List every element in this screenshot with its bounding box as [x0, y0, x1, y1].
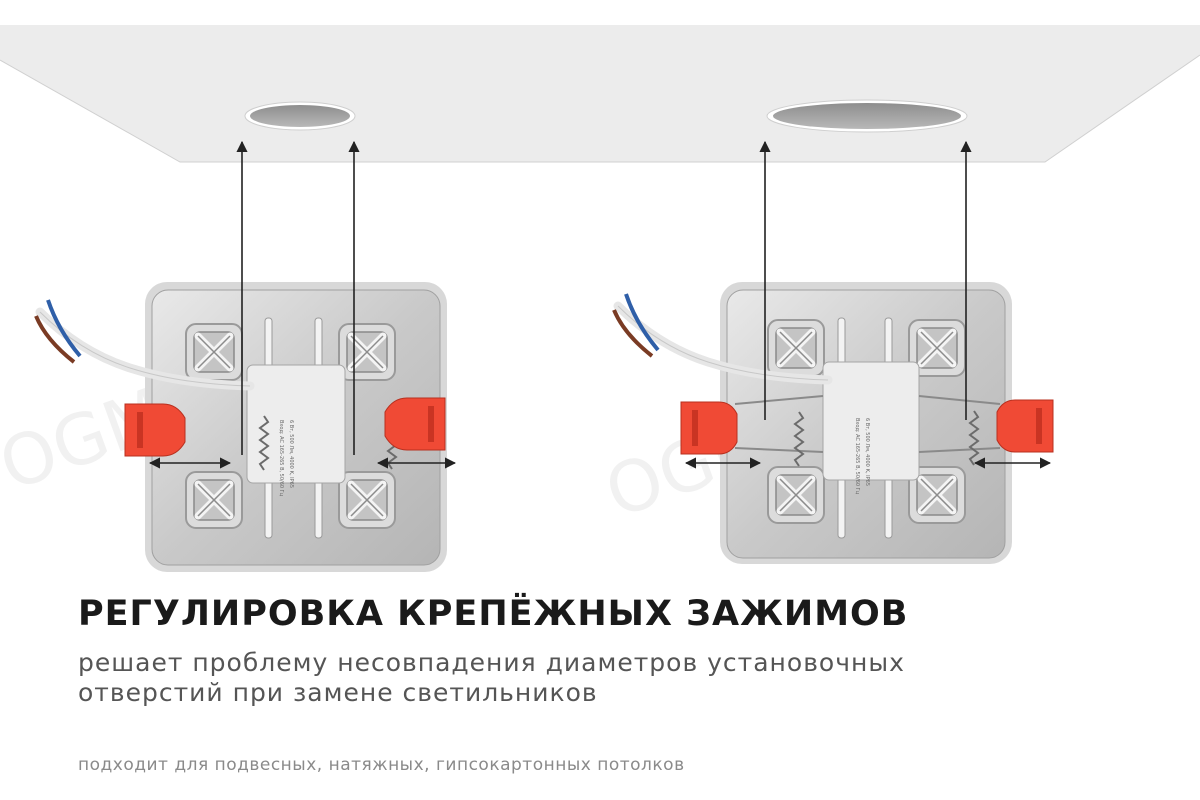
- installation-illustration: OGM OGM 6 Вт, 500 Лм, 4000 К, IP65 Вход:…: [0, 25, 1200, 572]
- svg-text:Вход: AC 165-265 В, 50/60 Гц: Вход: AC 165-265 В, 50/60 Гц: [278, 420, 284, 497]
- ceiling-panel: [0, 25, 1200, 163]
- spring-clip-left: [124, 403, 186, 457]
- headline: РЕГУЛИРОВКА КРЕПЁЖНЫХ ЗАЖИМОВ: [78, 594, 909, 634]
- spring-clip-right: [384, 397, 446, 451]
- fixture-left: 6 Вт, 500 Лм, 4000 К, IP65 Вход: AC 165-…: [34, 282, 447, 572]
- subline-line-2: отверстий при замене светильников: [78, 678, 598, 707]
- spring-clip-left: [680, 401, 738, 455]
- subline: решает проблему несовпадения диаметров у…: [78, 648, 1078, 708]
- footnote: подходит для подвесных, натяжных, гипсок…: [78, 755, 685, 775]
- small-mounting-hole: [244, 101, 356, 131]
- svg-text:6 Вт, 500 Лм, 4000 К, IP65: 6 Вт, 500 Лм, 4000 К, IP65: [864, 418, 870, 486]
- fixture-right: 6 Вт, 500 Лм, 4000 К, IP65 Вход: AC 165-…: [612, 282, 1054, 564]
- svg-text:Вход: AC 165-265 В, 50/60 Гц: Вход: AC 165-265 В, 50/60 Гц: [854, 418, 860, 495]
- svg-text:6 Вт, 500 Лм, 4000 К, IP65: 6 Вт, 500 Лм, 4000 К, IP65: [288, 420, 294, 488]
- vertical-arrows: [236, 140, 972, 455]
- subline-line-1: решает проблему несовпадения диаметров у…: [78, 648, 905, 677]
- spring-clip-right: [996, 399, 1054, 453]
- large-mounting-hole: [766, 99, 968, 133]
